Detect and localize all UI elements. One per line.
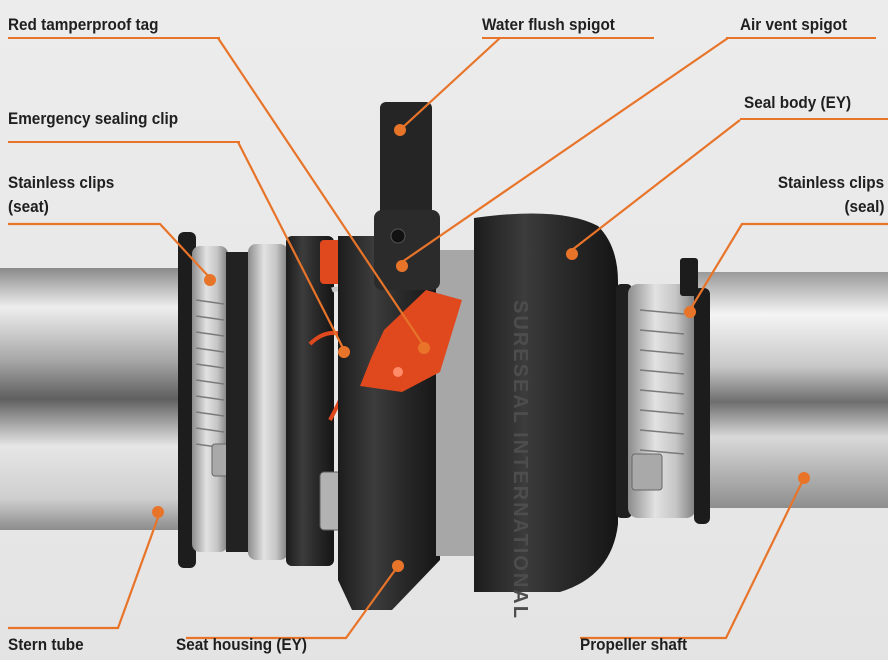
water-flush-spigot-shape	[380, 102, 432, 222]
dot-red-tag	[418, 342, 430, 354]
dot-stainless-seal	[684, 306, 696, 318]
dot-seal-body	[566, 248, 578, 260]
dot-stern-tube	[152, 506, 164, 518]
leader-air-vent	[401, 37, 729, 263]
air-vent-hole	[390, 228, 406, 244]
leader-water-flush	[401, 37, 501, 129]
dot-seat-housing	[392, 560, 404, 572]
seal-clip-lug	[680, 258, 698, 296]
label-propeller-shaft: Propeller shaft	[580, 635, 688, 654]
label-seal-body: Seal body (EY)	[744, 93, 852, 112]
dot-air-vent	[396, 260, 408, 272]
label-stainless-clips-seal-line2: (seal)	[844, 197, 884, 216]
stern-tube-shape	[0, 268, 200, 530]
leader-stainless-seal	[689, 222, 888, 311]
underline-red-tag	[8, 37, 220, 39]
underline-air-vent	[726, 37, 876, 39]
seat-stainless-clip	[192, 246, 228, 552]
dot-stainless-seat	[204, 274, 216, 286]
label-stern-tube: Stern tube	[8, 635, 84, 654]
red-tag-hole	[393, 367, 403, 377]
leader-seal-body	[571, 119, 741, 251]
seal-clip-screw	[631, 453, 663, 491]
seat-flange-ring	[178, 232, 196, 568]
leader-seat-housing	[186, 565, 399, 640]
dot-emergency-clip	[338, 346, 350, 358]
dot-water-flush	[394, 124, 406, 136]
seat-rubber-band	[226, 252, 250, 552]
underline-emergency-clip	[8, 141, 240, 143]
seat-second-clip	[248, 244, 288, 560]
underline-seal-body	[740, 118, 888, 120]
label-emergency-sealing-clip: Emergency sealing clip	[8, 109, 179, 128]
label-red-tamperproof-tag: Red tamperproof tag	[8, 15, 159, 34]
leader-stainless-seat	[8, 222, 211, 279]
seal-body-embossed-text: SURESEAL INTERNATIONAL	[509, 300, 531, 620]
underline-water-flush	[482, 37, 654, 39]
label-stainless-clips-seat-line1: Stainless clips	[8, 173, 115, 192]
label-stainless-clips-seat-line2: (seat)	[8, 197, 49, 216]
seal-outer-ring	[694, 288, 710, 524]
seal-body-shape	[474, 213, 618, 592]
label-water-flush-spigot: Water flush spigot	[482, 15, 615, 34]
spigot-base	[374, 210, 440, 290]
dot-propeller-shaft	[798, 472, 810, 484]
leader-red-tag	[217, 37, 425, 347]
label-air-vent-spigot: Air vent spigot	[740, 15, 848, 34]
leader-emergency-clip	[237, 141, 345, 351]
leader-propeller-shaft	[580, 477, 805, 640]
red-tag-shape	[360, 290, 462, 392]
label-seat-housing: Seat housing (EY)	[176, 635, 307, 654]
propeller-shaft-shape	[690, 272, 888, 508]
label-stainless-clips-seal-line1: Stainless clips	[777, 173, 884, 192]
leader-stern-tube	[8, 511, 162, 630]
